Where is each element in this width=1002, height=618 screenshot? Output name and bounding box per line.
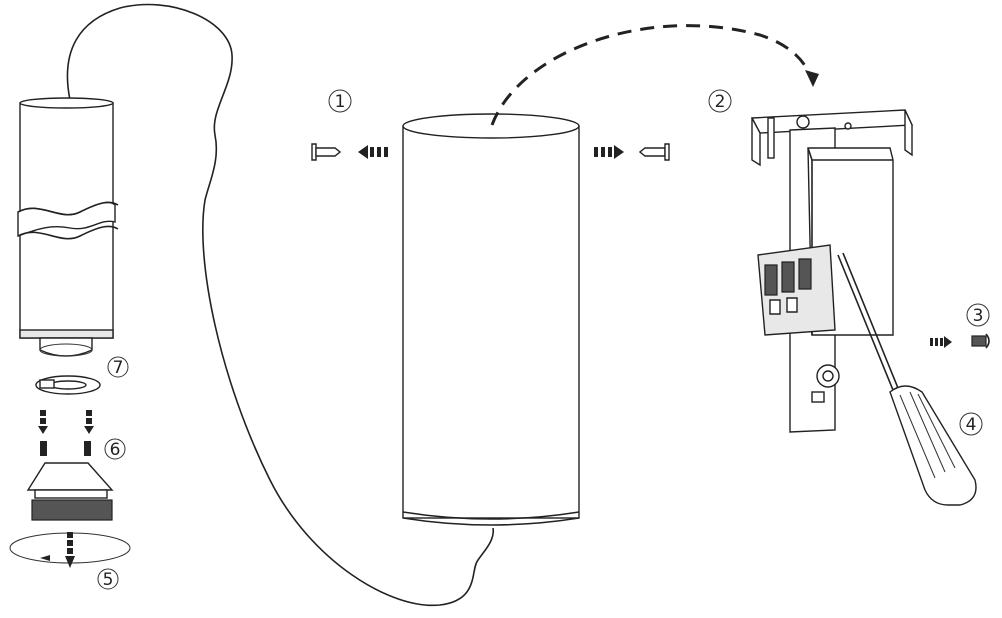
- arrow-step-3-icon: [930, 336, 952, 348]
- pendant-tube: [17, 97, 119, 339]
- screwdriver-icon: [837, 252, 977, 506]
- canopy-cover: [26, 462, 114, 521]
- mounting-bracket: [750, 109, 914, 433]
- arrow-right-icon: [594, 145, 624, 159]
- lamp-shade: [402, 113, 580, 526]
- locking-ring: [35, 375, 101, 395]
- step-4-callout: 4: [959, 412, 983, 436]
- screw-left-icon: [311, 143, 342, 161]
- small-screws-step-6: [40, 441, 91, 456]
- small-screw-step-3-icon: [971, 333, 990, 349]
- step-5-label: 5: [103, 570, 114, 590]
- step-7-label: 7: [113, 358, 124, 378]
- rotation-arrow-step-5: [9, 532, 131, 568]
- tube-bushing: [39, 337, 93, 357]
- step-4-label: 4: [966, 415, 977, 435]
- step-7-callout: 7: [107, 356, 129, 378]
- power-cable: [66, 3, 495, 607]
- step-6-label: 6: [110, 440, 121, 460]
- down-arrows-step-6: [38, 410, 94, 434]
- step-6-callout: 6: [104, 438, 126, 460]
- step-1-label: 1: [335, 92, 346, 112]
- screw-right-icon: [638, 143, 670, 161]
- step-1-callout: 1: [328, 89, 352, 113]
- step-2-callout: 2: [708, 89, 732, 113]
- step-5-callout: 5: [97, 568, 119, 590]
- step-3-callout: 3: [966, 303, 990, 327]
- step-2-label: 2: [715, 92, 726, 112]
- arrow-left-icon: [358, 145, 388, 159]
- step-3-label: 3: [973, 306, 984, 326]
- curved-dashed-arrow-icon: [490, 24, 814, 126]
